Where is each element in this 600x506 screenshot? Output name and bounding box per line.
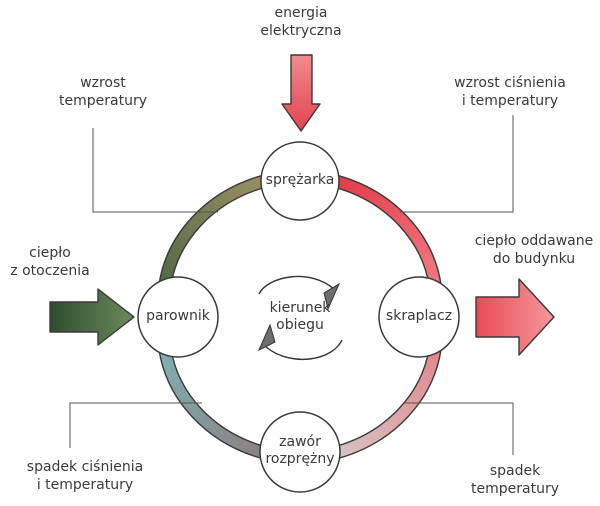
rotation-arc-top [258,275,335,295]
heat-input-arrow [49,288,135,346]
leader-pressure-temp-rise [400,115,514,213]
leader-temp-drop [404,402,514,455]
node-circles [137,141,460,493]
valve-circle [259,411,341,493]
rotation-arrowhead-top-icon [323,282,341,311]
evaporator-circle [137,276,219,358]
rotation-arrows [257,275,343,361]
ring-segment-compressor-to-condenser [336,174,442,288]
compressor-circle [260,141,340,221]
rotation-arc-bottom [265,339,343,361]
condenser-circle [378,276,460,358]
node-condenser: skraplacz [385,308,453,324]
energy-input-arrow [281,54,321,132]
leader-temp-rise [92,128,218,213]
leader-lines [69,115,514,455]
node-compressor: sprężarka [265,172,335,188]
node-evaporator: parownik [146,308,210,324]
leader-pressure-temp-drop [69,402,202,448]
heat-output-arrow [475,278,555,356]
ring-segment-evaporator-to-compressor [158,174,264,288]
rotation-arrowhead-bottom-icon [257,323,276,352]
